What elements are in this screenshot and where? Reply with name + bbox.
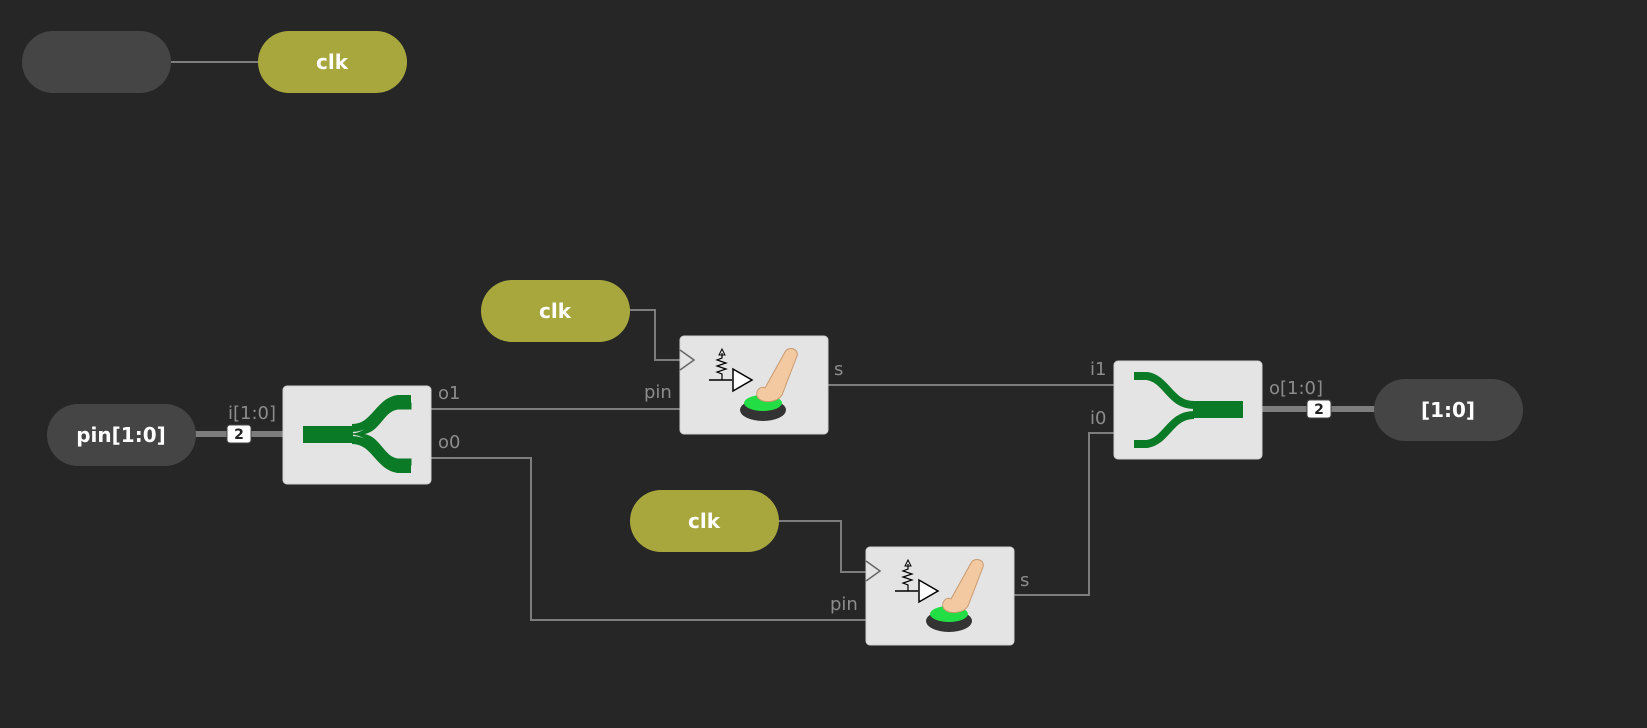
- wire-o0[interactable]: [430, 457, 866, 621]
- input-bus-width-badge: 2: [226, 424, 252, 444]
- button-1-s-label: s: [834, 359, 843, 380]
- wire-clk2[interactable]: [777, 520, 866, 573]
- push-button-icon: [709, 347, 798, 421]
- splitter-o0-label: o0: [438, 432, 460, 453]
- input-pin-node[interactable]: pin[1:0]: [47, 404, 196, 466]
- output-pin-node[interactable]: [1:0]: [1374, 379, 1523, 441]
- svg-text:2: 2: [234, 427, 244, 443]
- wire-s2[interactable]: [1014, 432, 1114, 596]
- merger-out-label: o[1:0]: [1269, 378, 1323, 399]
- input-pin-label: pin[1:0]: [76, 423, 166, 447]
- button-2-pin-label: pin: [830, 594, 858, 615]
- splitter-o1-label: o1: [438, 383, 460, 404]
- output-pin-label: [1:0]: [1421, 398, 1475, 422]
- clk-node-2[interactable]: clk: [630, 490, 779, 552]
- clk-node-1[interactable]: clk: [481, 280, 630, 342]
- clk-1-label: clk: [539, 299, 572, 323]
- splitter-block[interactable]: [282, 385, 432, 485]
- button-block-2[interactable]: [865, 546, 1015, 646]
- button-block-1[interactable]: [679, 335, 829, 435]
- top-clk-node[interactable]: clk: [258, 31, 407, 93]
- button-2-s-label: s: [1020, 570, 1029, 591]
- top-empty-node[interactable]: [22, 31, 171, 93]
- merger-i1-label: i1: [1090, 359, 1106, 380]
- splitter-icon: [303, 395, 412, 473]
- merger-icon: [1134, 372, 1243, 448]
- clock-input-icon: [865, 560, 882, 582]
- clk-2-label: clk: [688, 509, 721, 533]
- output-bus-width-badge: 2: [1306, 399, 1332, 419]
- wire-clk1[interactable]: [628, 309, 680, 361]
- top-clk-label: clk: [316, 50, 349, 74]
- merger-i0-label: i0: [1090, 408, 1106, 429]
- splitter-in-label: i[1:0]: [228, 403, 276, 424]
- svg-text:2: 2: [1314, 402, 1324, 418]
- merger-block[interactable]: [1113, 360, 1263, 460]
- button-1-pin-label: pin: [644, 382, 672, 403]
- push-button-icon: [895, 558, 984, 632]
- clock-input-icon: [679, 349, 696, 371]
